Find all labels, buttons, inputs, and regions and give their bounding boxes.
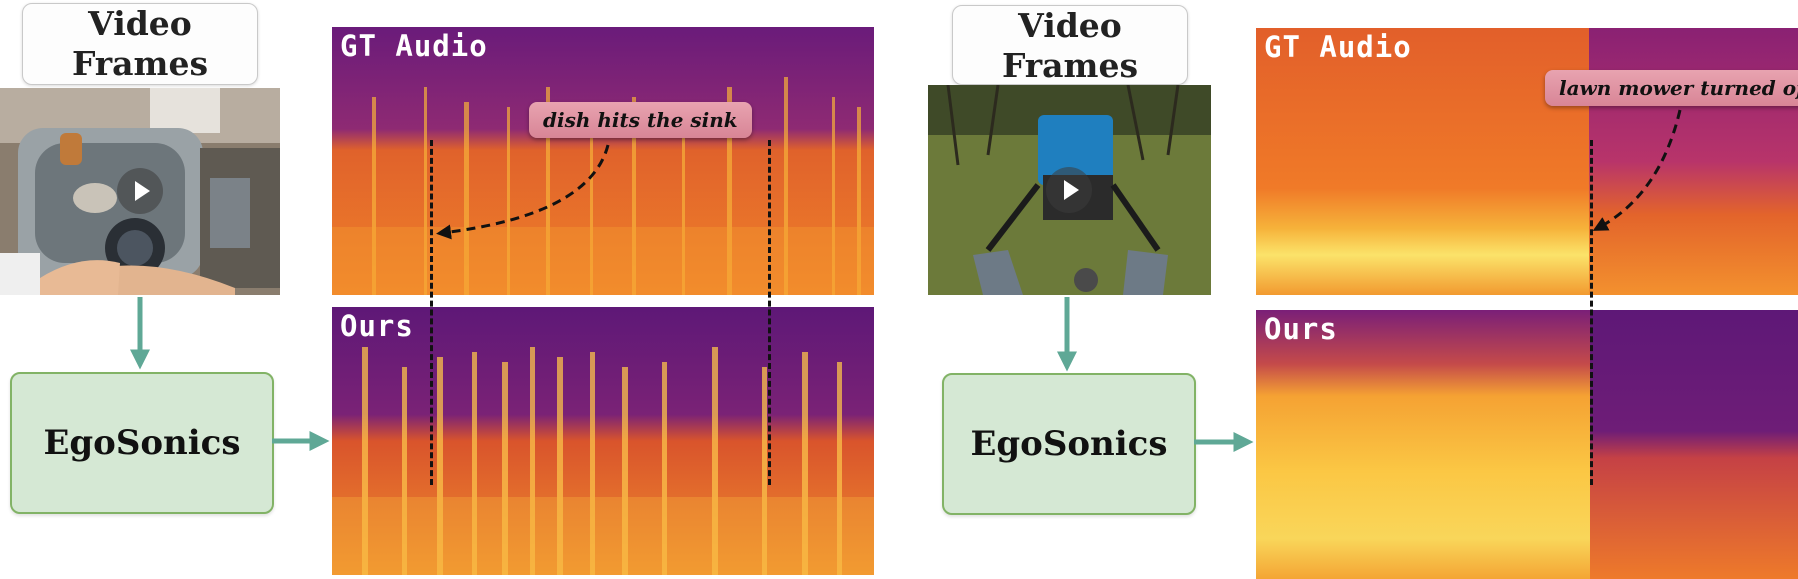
gt-audio-label: GT Audio [1264, 30, 1412, 64]
video-frames-label: Video Frames [952, 5, 1188, 85]
video-frame-kitchen[interactable] [0, 88, 280, 295]
ours-spectrogram-image [332, 307, 874, 575]
ours-spectrogram: Ours [332, 307, 874, 575]
callout-pointer-arrow [436, 144, 610, 240]
event-callout: dish hits the sink [529, 102, 752, 138]
event-callout: lawn mower turned off [1545, 70, 1798, 106]
gt-audio-label: GT Audio [340, 29, 488, 63]
ours-label: Ours [1264, 312, 1338, 346]
ours-spectrogram: Ours [1256, 310, 1798, 579]
video-frame-lawn-mower[interactable] [928, 85, 1211, 295]
ours-spectrogram-image [1256, 310, 1798, 579]
egosonics-model-box: EgoSonics [10, 372, 274, 514]
video-frames-label: Video Frames [22, 3, 258, 85]
example-panel-left: Video Frames EgoSonics [0, 0, 890, 579]
event-marker-line [430, 140, 433, 485]
event-marker-line [1590, 140, 1593, 485]
example-panel-right: Video Frames EgoSonics [925, 0, 1798, 579]
ours-label: Ours [340, 309, 414, 343]
event-marker-line [768, 140, 771, 485]
gt-spectrogram-image [332, 27, 874, 295]
gt-audio-spectrogram: GT Audio [332, 27, 874, 295]
callout-pointer-arrow [1592, 109, 1682, 231]
play-icon[interactable] [117, 168, 163, 214]
play-icon[interactable] [1046, 167, 1092, 213]
egosonics-model-box: EgoSonics [942, 373, 1196, 515]
